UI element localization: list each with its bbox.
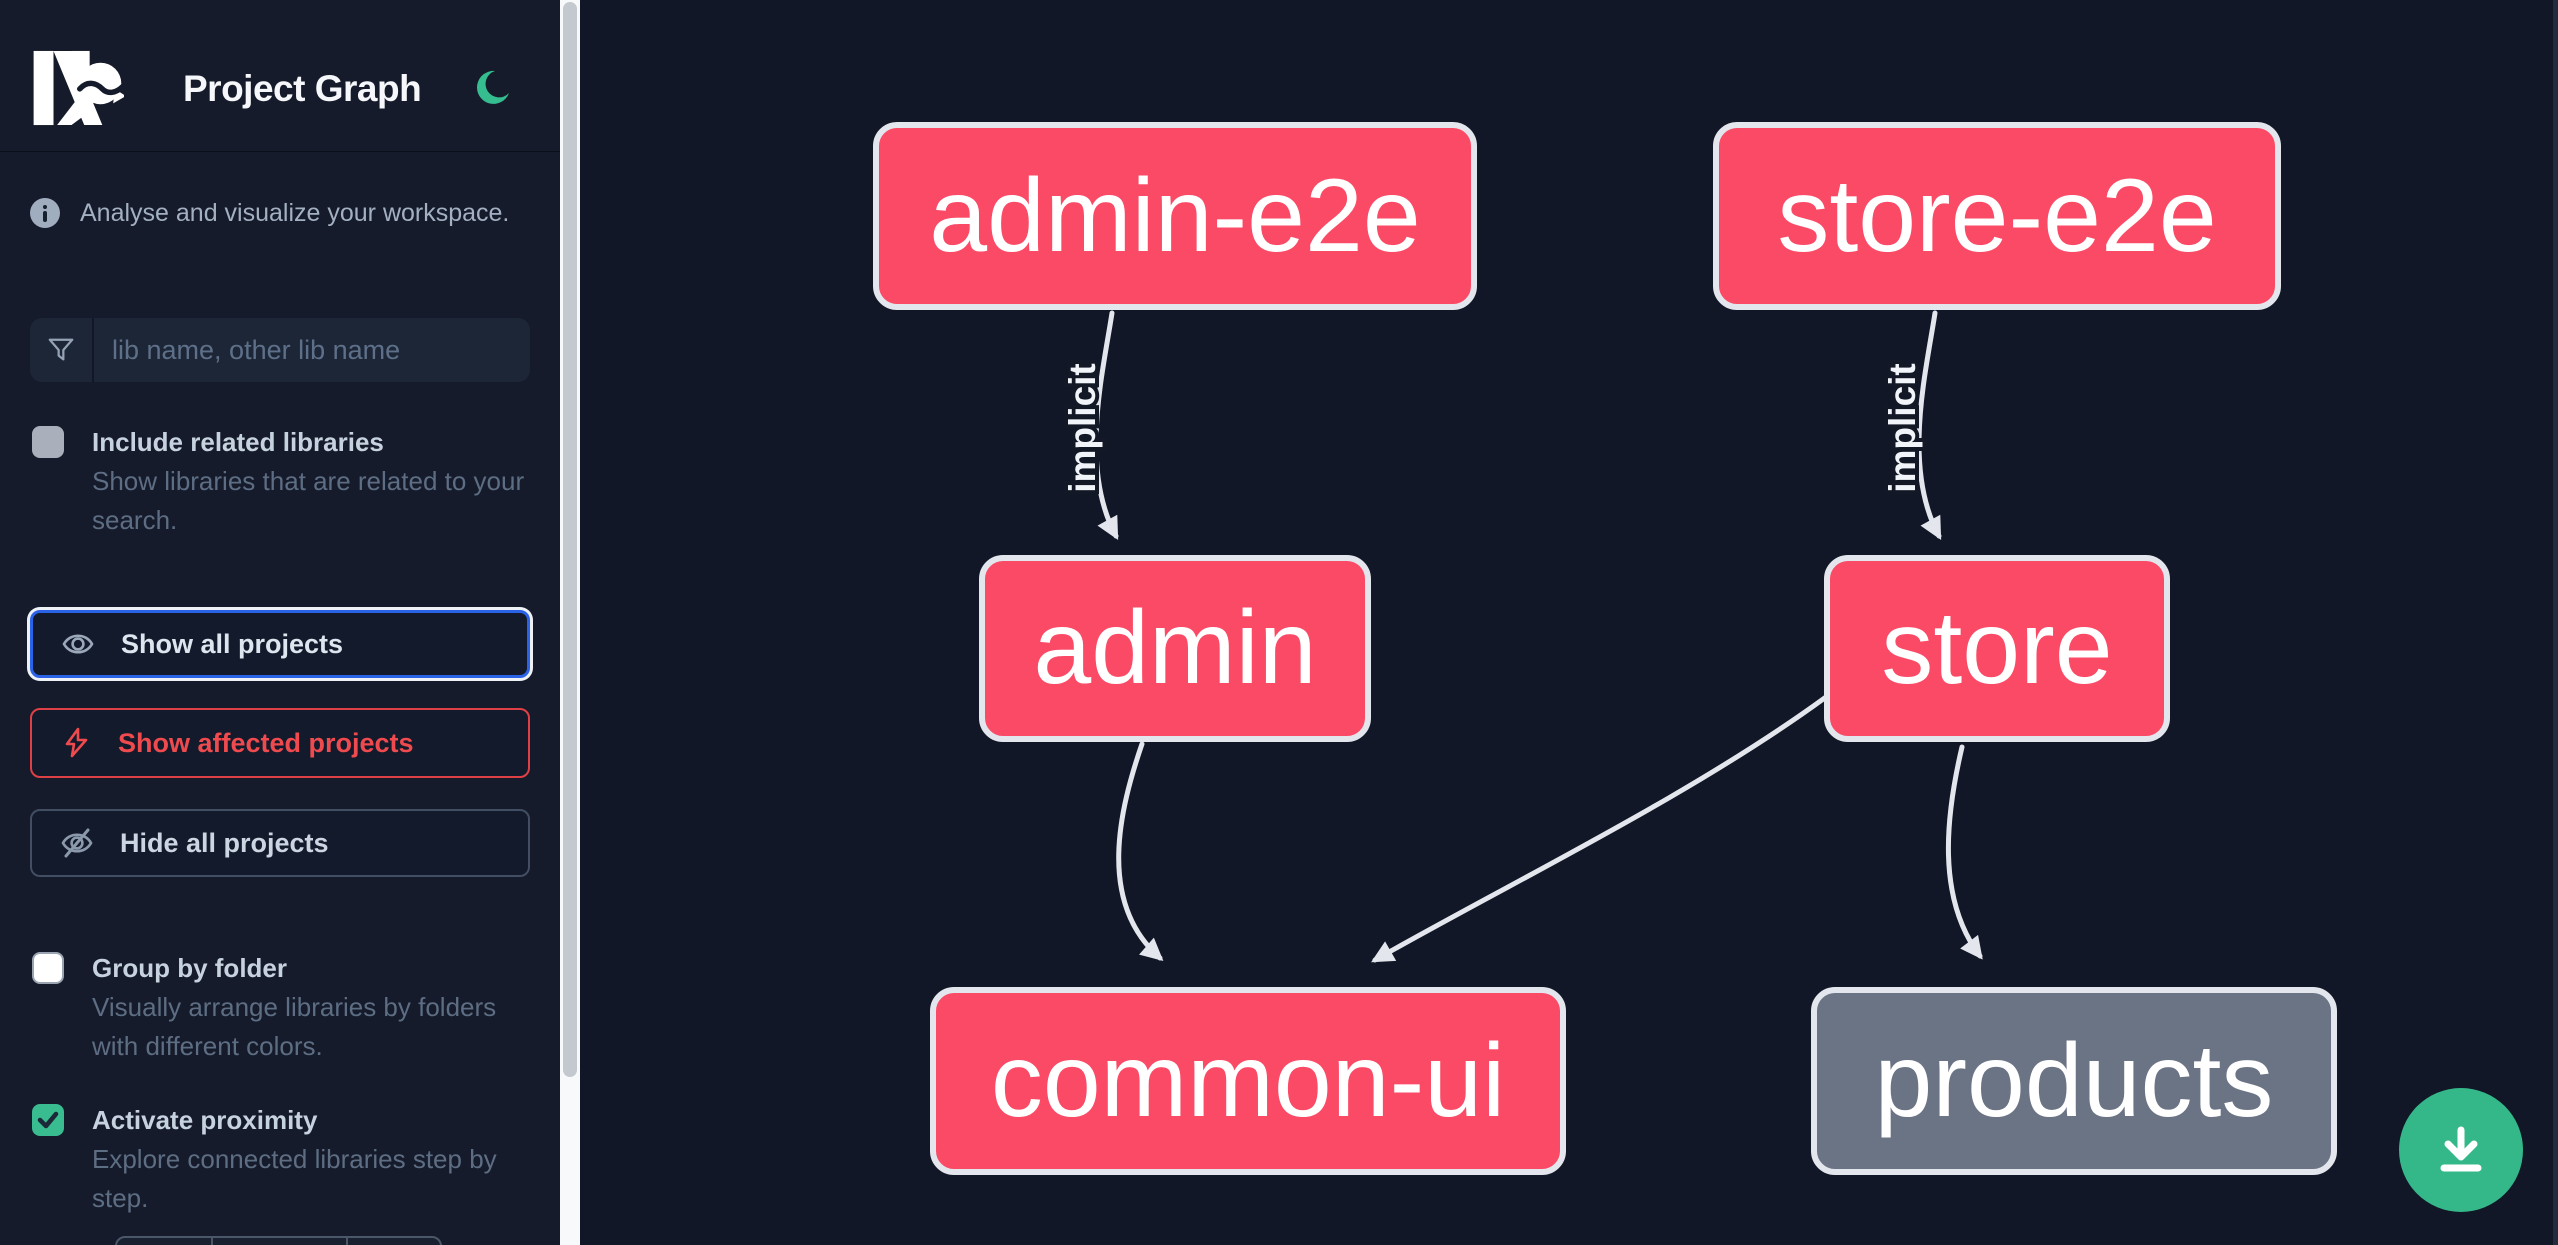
edge-admin-e2e-to-admin[interactable] bbox=[1093, 310, 1119, 540]
sidebar-scrollbar-thumb[interactable] bbox=[563, 2, 577, 1077]
edge-label-implicit-2: implicit bbox=[1882, 363, 1923, 493]
node-label: admin-e2e bbox=[929, 157, 1421, 274]
node-label: store-e2e bbox=[1777, 157, 2217, 274]
include-related-label: Include related libraries bbox=[92, 427, 384, 457]
graph-node-common-ui[interactable]: common-ui bbox=[930, 987, 1566, 1175]
node-label: products bbox=[1874, 1022, 2274, 1139]
info-icon bbox=[30, 198, 60, 228]
tagline-row: Analyse and visualize your workspace. bbox=[30, 198, 509, 228]
moon-icon bbox=[476, 70, 509, 104]
show-affected-projects-button[interactable]: Show affected projects bbox=[30, 708, 530, 778]
node-label: store bbox=[1881, 590, 2113, 706]
funnel-icon bbox=[48, 338, 74, 361]
graph-canvas[interactable]: implicit implicit admin-e2e store-e2e ad… bbox=[580, 0, 2558, 1245]
hide-all-projects-label: Hide all projects bbox=[120, 827, 329, 858]
tagline-text: Analyse and visualize your workspace. bbox=[80, 198, 510, 227]
stepper-value bbox=[210, 1238, 346, 1245]
eye-off-icon bbox=[61, 828, 93, 858]
include-related-checkbox[interactable] bbox=[32, 426, 64, 458]
show-all-projects-label: Show all projects bbox=[121, 628, 344, 659]
page-title: Project Graph bbox=[183, 68, 422, 109]
activate-proximity-checkbox[interactable] bbox=[32, 1104, 64, 1136]
group-by-folder-checkbox[interactable] bbox=[32, 952, 64, 984]
checkmark-icon bbox=[37, 1111, 59, 1129]
nx-logo-icon bbox=[33, 50, 124, 126]
show-all-projects-button[interactable]: Show all projects bbox=[30, 610, 530, 678]
proximity-depth-stepper bbox=[115, 1236, 442, 1245]
include-related-row: Include related libraries Show libraries… bbox=[30, 424, 530, 540]
node-label: admin bbox=[1033, 590, 1317, 706]
edge-store-e2e-to-store[interactable] bbox=[1916, 310, 1942, 540]
search-input[interactable] bbox=[94, 318, 530, 382]
stepper-decrement-button[interactable] bbox=[117, 1238, 211, 1245]
show-affected-projects-label: Show affected projects bbox=[118, 727, 414, 758]
edge-store-to-common-ui[interactable] bbox=[1371, 694, 1829, 963]
group-by-folder-description: Visually arrange libraries by folders wi… bbox=[92, 992, 497, 1061]
stepper-increment-button[interactable] bbox=[346, 1238, 440, 1245]
graph-node-admin-e2e[interactable]: admin-e2e bbox=[873, 122, 1477, 310]
activate-proximity-row: Activate proximity Explore connected lib… bbox=[30, 1102, 530, 1218]
main-scrollbar-track[interactable] bbox=[2553, 0, 2558, 1245]
node-label: common-ui bbox=[990, 1022, 1506, 1139]
group-by-folder-label: Group by folder bbox=[92, 953, 287, 983]
search-icon-cell bbox=[30, 318, 94, 382]
edge-label-implicit-1: implicit bbox=[1062, 363, 1103, 493]
sidebar-scrollbar-track[interactable] bbox=[560, 0, 580, 1245]
edge-store-to-products[interactable] bbox=[1945, 744, 1983, 960]
bolt-icon bbox=[65, 727, 88, 758]
graph-node-admin[interactable]: admin bbox=[979, 555, 1371, 742]
theme-toggle-button[interactable] bbox=[466, 64, 514, 112]
graph-node-store[interactable]: store bbox=[1824, 555, 2170, 742]
edge-admin-to-common-ui[interactable] bbox=[1116, 741, 1164, 961]
download-image-button[interactable] bbox=[2399, 1088, 2523, 1212]
eye-icon bbox=[62, 634, 94, 654]
search-box bbox=[30, 318, 530, 382]
include-related-description: Show libraries that are related to your … bbox=[92, 466, 525, 535]
graph-node-products[interactable]: products bbox=[1811, 987, 2337, 1175]
hide-all-projects-button[interactable]: Hide all projects bbox=[30, 809, 530, 877]
sidebar-header: Project Graph bbox=[0, 0, 560, 152]
graph-edges-layer: implicit implicit bbox=[1058, 310, 1983, 963]
sidebar: Project Graph Analyse and visualize your… bbox=[0, 0, 560, 1245]
group-by-folder-row: Group by folder Visually arrange librari… bbox=[30, 950, 530, 1066]
download-icon bbox=[2440, 1126, 2482, 1172]
activate-proximity-label: Activate proximity bbox=[92, 1105, 318, 1135]
activate-proximity-description: Explore connected libraries step by step… bbox=[92, 1144, 497, 1213]
graph-node-store-e2e[interactable]: store-e2e bbox=[1713, 122, 2281, 310]
